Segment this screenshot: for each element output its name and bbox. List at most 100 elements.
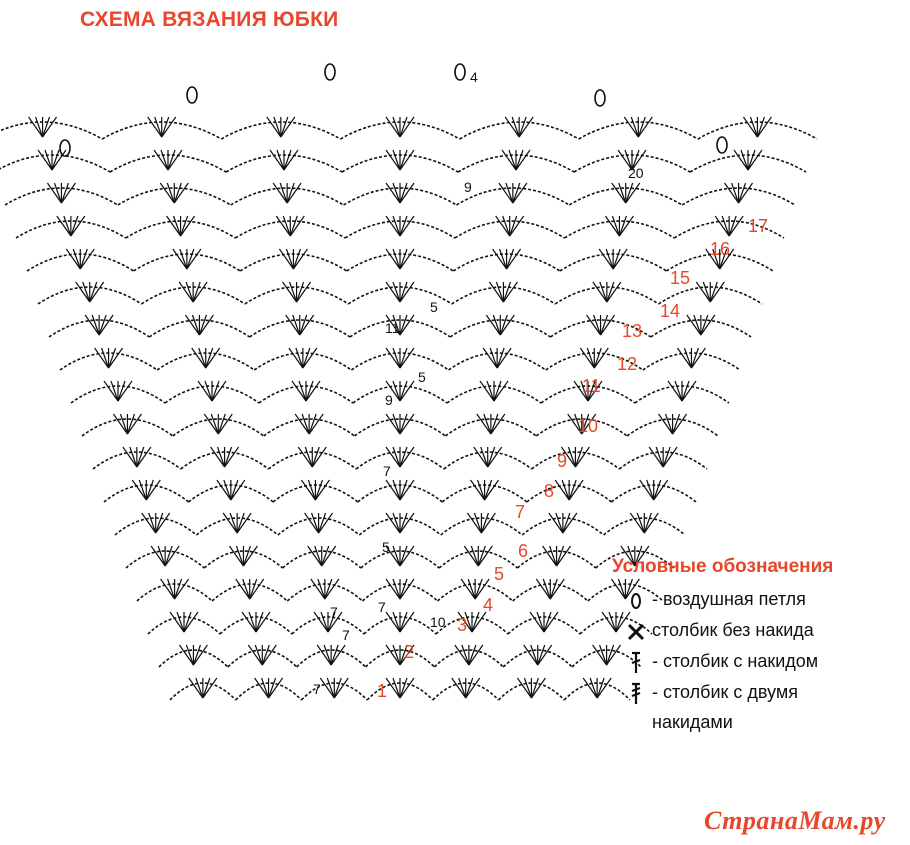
double-crochet-stitch [392, 644, 401, 666]
double-crochet-stitch [308, 413, 317, 435]
double-crochet-stitch [150, 545, 166, 567]
double-crochet-stitch [324, 578, 340, 600]
double-crochet-stitch [637, 116, 646, 138]
double-crochet-stitch [217, 446, 226, 468]
double-crochet-stitch [308, 413, 324, 435]
double-crochet-stitch [280, 116, 289, 138]
double-crochet-stitch [108, 347, 117, 369]
chain-arc [125, 550, 205, 569]
double-crochet-stitch [94, 347, 110, 369]
double-crochet-stitch [470, 545, 479, 567]
double-crochet-stitch [399, 347, 415, 369]
double-crochet-stitch [399, 413, 408, 435]
double-crochet-stitch [515, 149, 531, 171]
double-crochet-stitch [101, 347, 110, 369]
double-crochet-stitch [282, 281, 298, 303]
row-number: 4 [483, 595, 493, 615]
double-crochet-stitch [385, 413, 401, 435]
double-crochet-stitch [567, 413, 583, 435]
double-crochet-stitch [399, 479, 415, 501]
double-crochet-stitch [174, 578, 190, 600]
double-crochet-stitch [458, 677, 467, 699]
double-crochet-stitch [474, 578, 483, 600]
double-crochet-stitch [399, 314, 415, 336]
double-crochet-stitch [490, 413, 499, 435]
double-crochet-stitch [493, 380, 509, 402]
double-crochet-stitch [658, 413, 674, 435]
double-crochet-stitch [169, 611, 185, 633]
double-crochet-stitch [392, 512, 401, 534]
double-crochet-stitch [286, 182, 302, 204]
double-crochet-stitch [468, 644, 477, 666]
double-crochet-stitch [399, 677, 408, 699]
double-crochet-stitch [254, 677, 270, 699]
double-crochet-stitch [314, 479, 330, 501]
double-crochet-stitch [392, 248, 401, 270]
double-crochet-stitch [690, 347, 706, 369]
double-crochet-stitch [719, 248, 728, 270]
double-crochet-stitch [183, 611, 192, 633]
double-crochet-stitch [310, 578, 326, 600]
double-crochet-stitch [502, 215, 511, 237]
double-crochet-stitch [731, 182, 740, 204]
double-crochet-stitch [724, 182, 740, 204]
double-crochet-stitch [643, 512, 652, 534]
double-crochet-stitch [191, 314, 200, 336]
double-crochet-stitch [493, 380, 502, 402]
double-crochet-stitch [75, 281, 91, 303]
double-crochet-stitch [307, 479, 316, 501]
double-crochet-stitch [291, 380, 307, 402]
row-number: 14 [660, 301, 680, 321]
legend-label-chain: - воздушная петля [652, 589, 806, 609]
double-crochet-stitch [385, 479, 401, 501]
chain-arc [203, 550, 284, 569]
inner-count: 9 [385, 392, 393, 408]
chain-arc [235, 220, 346, 239]
double-crochet-stitch [318, 512, 334, 534]
double-crochet-stitch [399, 545, 408, 567]
double-crochet-stitch [129, 446, 138, 468]
row-number: 3 [457, 615, 467, 635]
double-crochet-stitch [530, 677, 546, 699]
double-crochet-stitch [474, 578, 490, 600]
double-crochet-stitch [624, 578, 633, 600]
row-number: 17 [748, 216, 768, 236]
double-crochet-stitch [56, 215, 72, 237]
double-crochet-stitch [487, 446, 496, 468]
double-crochet-stitch [573, 380, 589, 402]
double-crochet-stitch [148, 512, 157, 534]
double-crochet-stitch [399, 149, 408, 171]
double-crochet-stitch [385, 281, 401, 303]
double-crochet-stitch [399, 611, 408, 633]
double-crochet-stitch [82, 281, 91, 303]
double-crochet-stitch [323, 644, 332, 666]
double-crochet-stitch [235, 545, 244, 567]
legend-label-treble-crochet: - столбик с двумя [652, 682, 798, 702]
double-crochet-stitch [606, 644, 615, 666]
double-crochet-stitch [28, 116, 44, 138]
double-crochet-stitch [145, 479, 161, 501]
double-crochet-stitch [392, 578, 401, 600]
double-crochet-stitch [392, 314, 401, 336]
double-crochet-stitch [627, 545, 636, 567]
chain-arc [549, 319, 652, 338]
double-crochet-stitch [467, 578, 476, 600]
double-crochet-stitch [560, 446, 576, 468]
double-crochet-stitch [89, 281, 105, 303]
double-crochet-stitch [261, 644, 270, 666]
double-crochet-stitch [385, 248, 401, 270]
diagram-title: СХЕМА ВЯЗАНИЯ ЮБКИ [80, 8, 339, 31]
double-crochet-stitch [392, 215, 401, 237]
double-crochet-stitch [499, 314, 508, 336]
double-crochet-stitch [195, 677, 204, 699]
double-crochet-stitch [155, 512, 171, 534]
double-crochet-stitch [248, 611, 257, 633]
double-crochet-stitch [683, 347, 692, 369]
double-crochet-stitch [302, 347, 311, 369]
double-crochet-stitch [738, 182, 747, 204]
picot-loop [716, 136, 728, 154]
double-crochet-stitch [477, 545, 493, 567]
legend: Условные обозначения - воздушная петля с… [612, 556, 902, 733]
